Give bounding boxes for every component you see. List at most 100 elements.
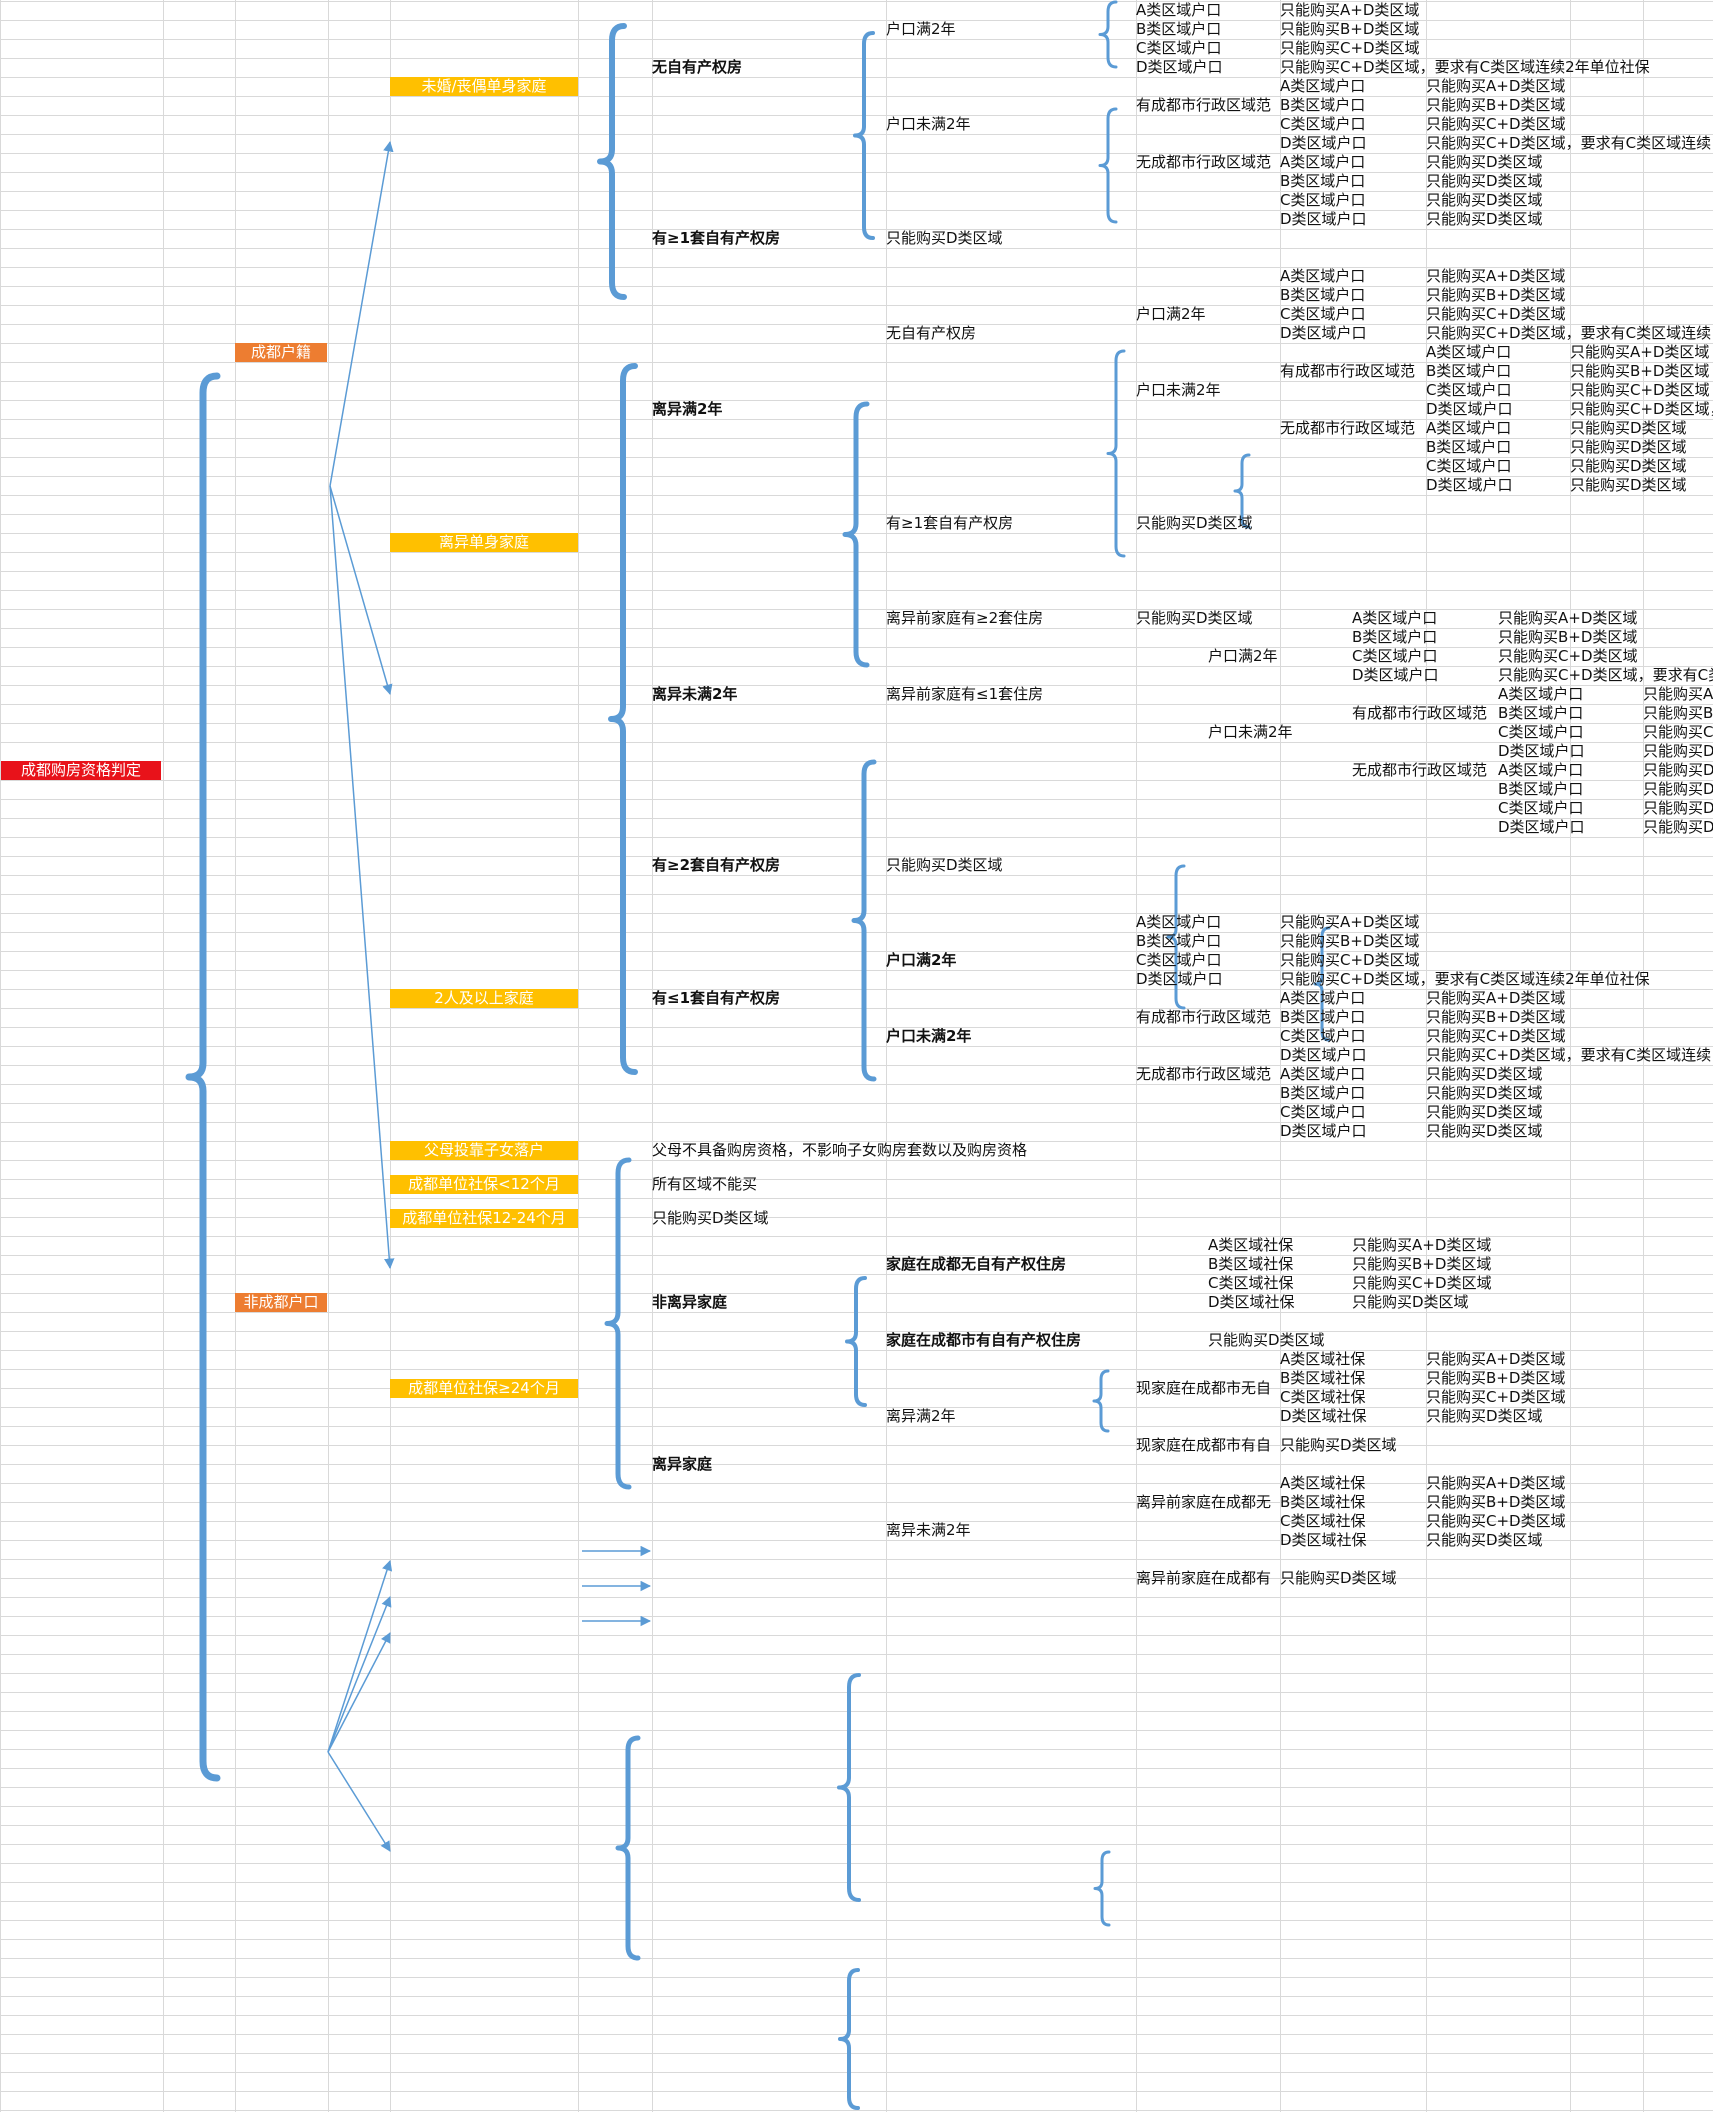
region-label: D类区域户口: [1136, 58, 1223, 76]
cell-text: 只能购买D类区域: [1136, 609, 1253, 627]
region-label: B类区域户口: [1280, 172, 1366, 190]
region-label: A类区域户口: [1426, 419, 1512, 437]
purchase-rule: 只能购买A+D类区域: [1280, 913, 1420, 931]
region-label: C类区域户口: [1498, 799, 1584, 817]
social-security-ge24-node: 成都单位社保≥24个月: [390, 1378, 578, 1398]
region-label: B类区域户口: [1280, 1084, 1366, 1102]
region-label: D类区域户口: [1136, 970, 1223, 988]
region-label: D类区域户口: [1280, 1046, 1367, 1064]
purchase-rule: 只能购买C+D类区域: [1426, 305, 1566, 323]
purchase-rule: 只能购买C+D类区域: [1426, 1388, 1566, 1406]
purchase-rule: 只能购买D类区域: [1426, 1122, 1543, 1140]
cell-text: 只能购买D类区域: [652, 1209, 769, 1228]
region-label: B类区域户口: [1498, 704, 1584, 722]
cell-text: 离异前家庭在成都有: [1136, 1568, 1272, 1587]
purchase-rule: 只能购买A+D类区域: [1570, 343, 1710, 361]
region-label: C类区域社保: [1280, 1388, 1366, 1406]
cell-text: 只能购买D类区域: [886, 229, 1003, 247]
purchase-rule: 只能购买D类区域: [1426, 1407, 1543, 1425]
cell-text: 户口未满2年: [886, 1027, 972, 1045]
purchase-rule: 只能购买A+D类区域: [1352, 1236, 1492, 1254]
purchase-rule: 只能购买B+D类区域: [1426, 286, 1566, 304]
region-label: C类区域户口: [1280, 1103, 1366, 1121]
non-local-node: 非成都户口: [235, 1293, 327, 1312]
cell-text: 无成都市行政区域范: [1352, 761, 1488, 779]
region-label: A类区域户口: [1498, 761, 1584, 779]
purchase-rule: 只能购买B+D类区域: [1426, 1492, 1566, 1511]
cell-text: 有成都市行政区域范: [1136, 96, 1272, 114]
region-label: A类区域户口: [1280, 989, 1366, 1007]
region-label: A类区域社保: [1280, 1473, 1366, 1492]
cell-text: 离异前家庭在成都无: [1136, 1492, 1272, 1511]
region-label: D类区域户口: [1352, 666, 1439, 684]
purchase-rule: 只能购买C+D类区域: [1352, 1274, 1492, 1292]
purchase-rule: 只能购买D类区域: [1570, 457, 1687, 475]
cell-text: 非离异家庭: [652, 1293, 728, 1311]
cell-text: 户口满2年: [886, 951, 957, 969]
purchase-rule: 只能购买A+D类区域: [1426, 989, 1566, 1007]
region-label: D类区域社保: [1280, 1530, 1367, 1549]
purchase-rule: 只能购买A+D类区域: [1426, 1473, 1566, 1492]
social-security-12-24-node: 成都单位社保12-24个月: [390, 1209, 578, 1229]
region-label: B类区域户口: [1280, 286, 1366, 304]
region-label: C类区域户口: [1280, 305, 1366, 323]
region-label: A类区域户口: [1426, 343, 1512, 361]
region-label: D类区域社保: [1208, 1293, 1295, 1311]
cell-text: 有≥1套自有产权房: [652, 229, 781, 247]
purchase-rule: 只能购买D类区域: [1426, 191, 1543, 209]
region-label: B类区域社保: [1280, 1492, 1366, 1511]
cell-text: 只能购买D类区域: [1208, 1331, 1325, 1349]
region-label: C类区域户口: [1498, 723, 1584, 741]
purchase-rule: 只能购买B+D类区域: [1498, 628, 1638, 646]
cell-text: 无自有产权房: [652, 58, 743, 76]
purchase-rule: 只能购买D类区域: [1426, 153, 1543, 171]
cell-text: 无成都市行政区域范: [1280, 419, 1416, 437]
cell-text: 有≥1套自有产权房: [886, 514, 1014, 532]
region-label: A类区域户口: [1280, 267, 1366, 285]
region-label: D类区域户口: [1280, 324, 1367, 342]
region-label: A类区域户口: [1498, 685, 1584, 703]
region-label: B类区域户口: [1426, 438, 1512, 456]
purchase-rule: 只能购买C+D类区域，要求有C类: [1498, 666, 1713, 684]
purchase-rule: 只能购买A+D类区域: [1426, 267, 1566, 285]
purchase-rule: 只能购买A: [1643, 685, 1713, 703]
cell-text: 父母不具备购房资格，不影响子女购房套数以及购房资格: [652, 1141, 1028, 1159]
purchase-rule: 只能购买D类区域: [1426, 172, 1543, 190]
region-label: D类区域户口: [1498, 818, 1585, 836]
purchase-rule: 只能购买D: [1643, 742, 1713, 760]
region-label: A类区域户口: [1136, 1, 1222, 19]
purchase-rule: 只能购买D类区域: [1426, 210, 1543, 228]
cell-text: 有成都市行政区域范: [1280, 362, 1416, 380]
purchase-rule: 只能购买B+D类区域: [1352, 1255, 1492, 1273]
purchase-rule: 只能购买C+D类区域: [1280, 39, 1420, 57]
region-label: C类区域户口: [1280, 1027, 1366, 1045]
region-label: D类区域户口: [1426, 476, 1513, 494]
region-label: D类区域社保: [1280, 1407, 1367, 1425]
purchase-rule: 只能购买C+D类区域，要求有C类区域连续2年单位社保: [1280, 970, 1650, 988]
cell-text: 离异家庭: [652, 1454, 713, 1473]
social-security-lt12-node: 成都单位社保<12个月: [390, 1175, 578, 1195]
region-label: C类区域户口: [1426, 457, 1512, 475]
purchase-rule: 只能购买B+D类区域: [1426, 1369, 1566, 1387]
region-label: C类区域户口: [1136, 39, 1222, 57]
region-label: C类区域户口: [1280, 191, 1366, 209]
cell-text: 有≥2套自有产权房: [652, 856, 781, 874]
purchase-rule: 只能购买A+D类区域: [1280, 1, 1420, 19]
cell-text: 无自有产权房: [886, 324, 977, 342]
purchase-rule: 只能购买B+D类区域: [1426, 1008, 1566, 1026]
purchase-rule: 只能购买C+D类区域，要求有C类区域连续: [1426, 324, 1712, 342]
region-label: B类区域户口: [1136, 932, 1222, 950]
purchase-rule: 只能购买D: [1643, 818, 1713, 836]
purchase-rule: 只能购买D: [1643, 799, 1713, 817]
cell-text: 无成都市行政区域范: [1136, 153, 1272, 171]
region-label: B类区域户口: [1426, 362, 1512, 380]
region-label: C类区域社保: [1208, 1274, 1294, 1292]
cell-text: 家庭在成都无自有产权住房: [886, 1255, 1067, 1273]
cell-text: 现家庭在成都市有自: [1136, 1435, 1272, 1454]
purchase-rule: 只能购买D类区域: [1352, 1293, 1469, 1311]
cell-text: 有成都市行政区域范: [1136, 1008, 1272, 1026]
region-label: B类区域户口: [1498, 780, 1584, 798]
region-label: A类区域社保: [1208, 1236, 1294, 1254]
cell-text: 离异未满2年: [652, 685, 738, 703]
